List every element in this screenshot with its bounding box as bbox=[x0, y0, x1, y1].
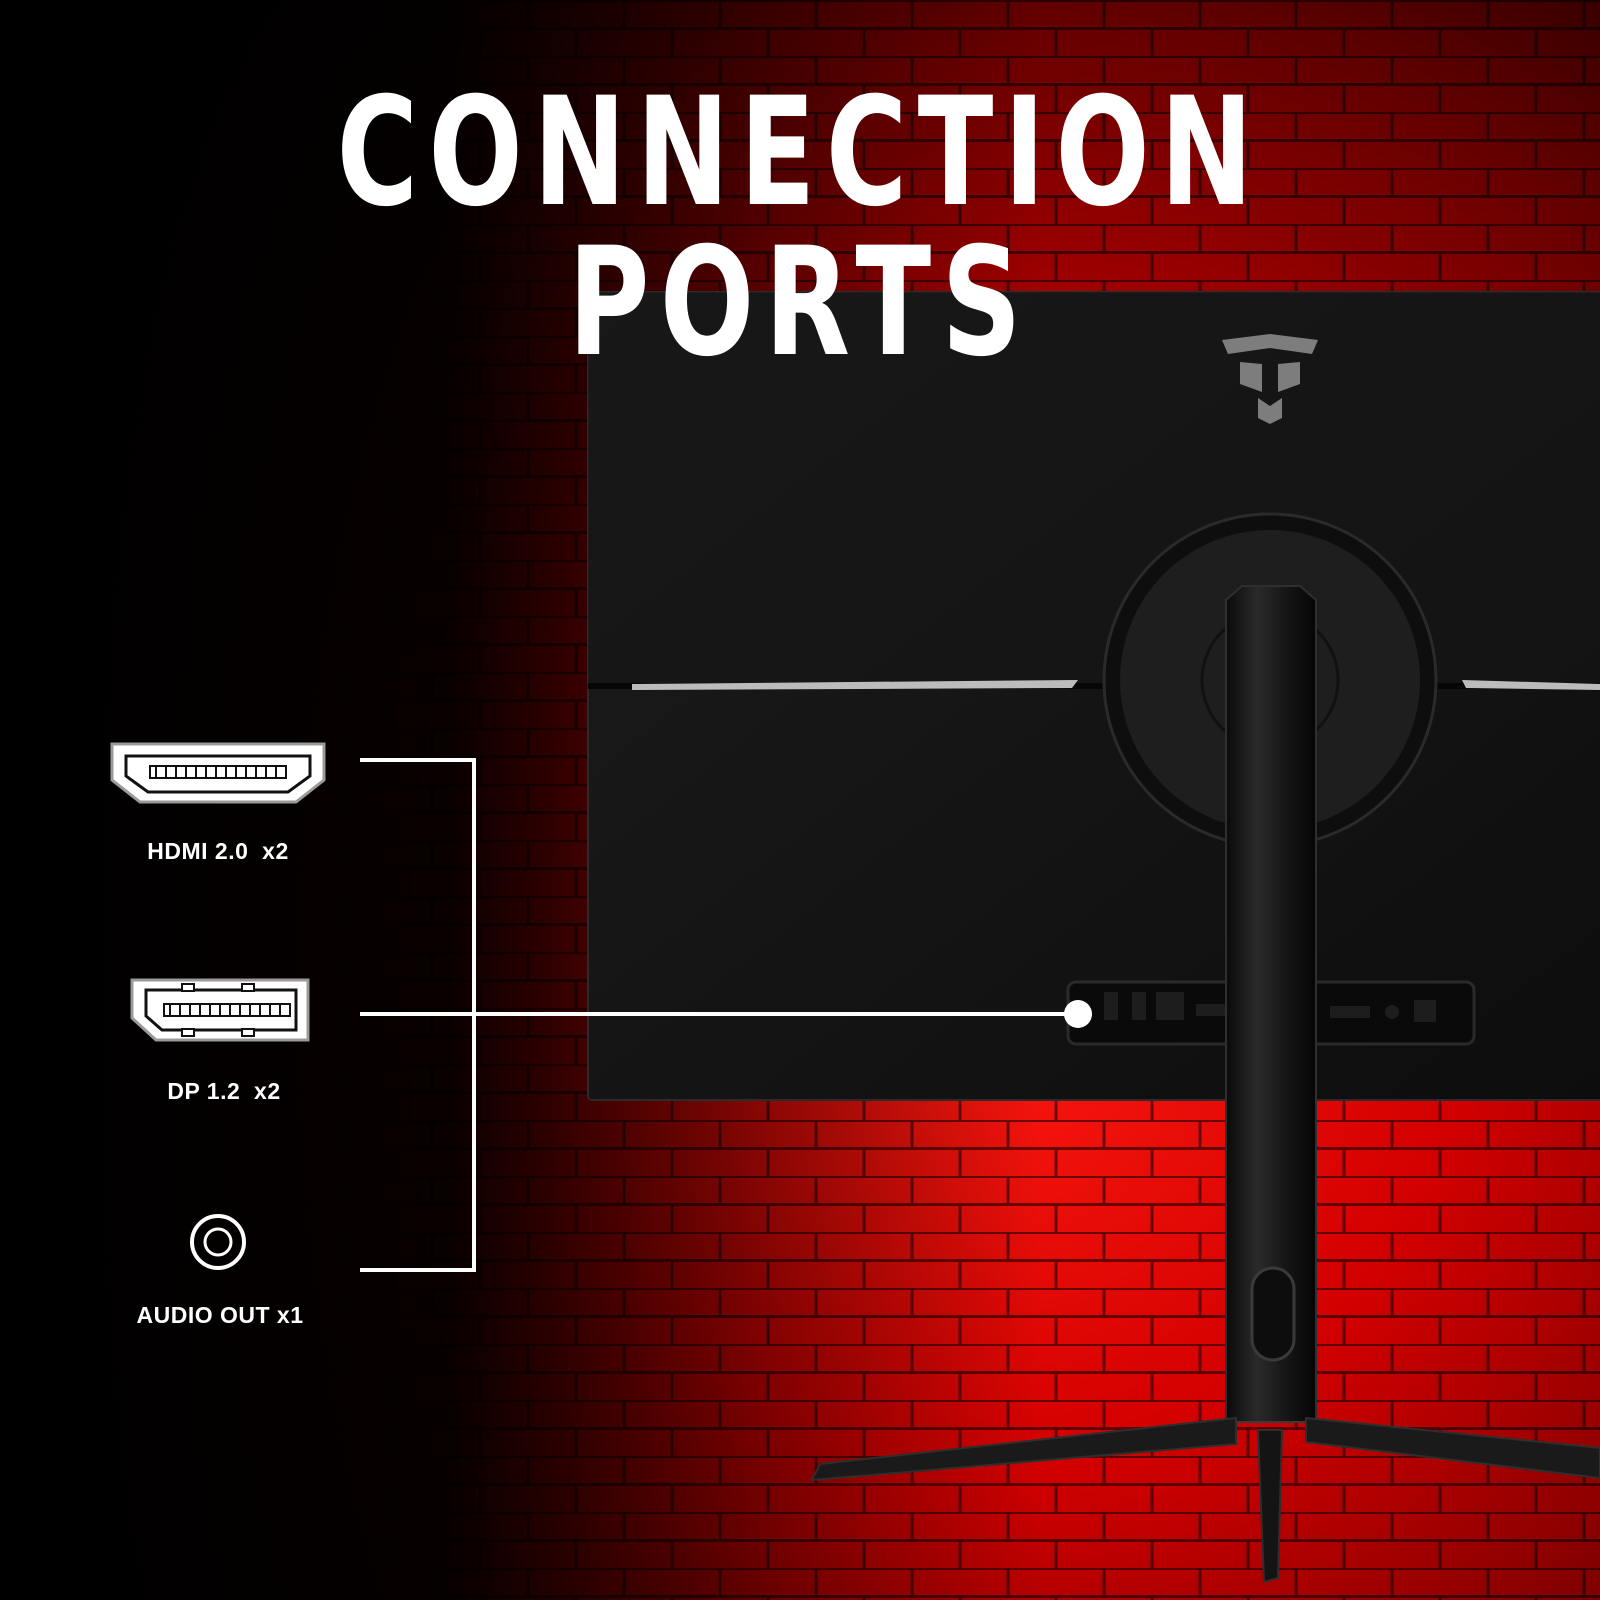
hdmi-port-icon bbox=[110, 742, 326, 804]
displayport-icon bbox=[130, 978, 310, 1042]
audio-out-label: AUDIO OUT x1 bbox=[136, 1302, 304, 1328]
hdmi-port-label: HDMI 2.0 x2 bbox=[147, 838, 289, 864]
brand-logo-icon bbox=[1222, 334, 1318, 424]
monitor-back bbox=[587, 291, 1600, 1101]
page-title: CONNECTION PORTS bbox=[336, 66, 1264, 390]
audio-jack-icon bbox=[190, 1214, 246, 1270]
monitor-stand bbox=[810, 585, 1600, 1584]
displayport-label: DP 1.2 x2 bbox=[167, 1078, 281, 1104]
callout-dot bbox=[1064, 1000, 1092, 1028]
callout-lines bbox=[360, 758, 1078, 1272]
